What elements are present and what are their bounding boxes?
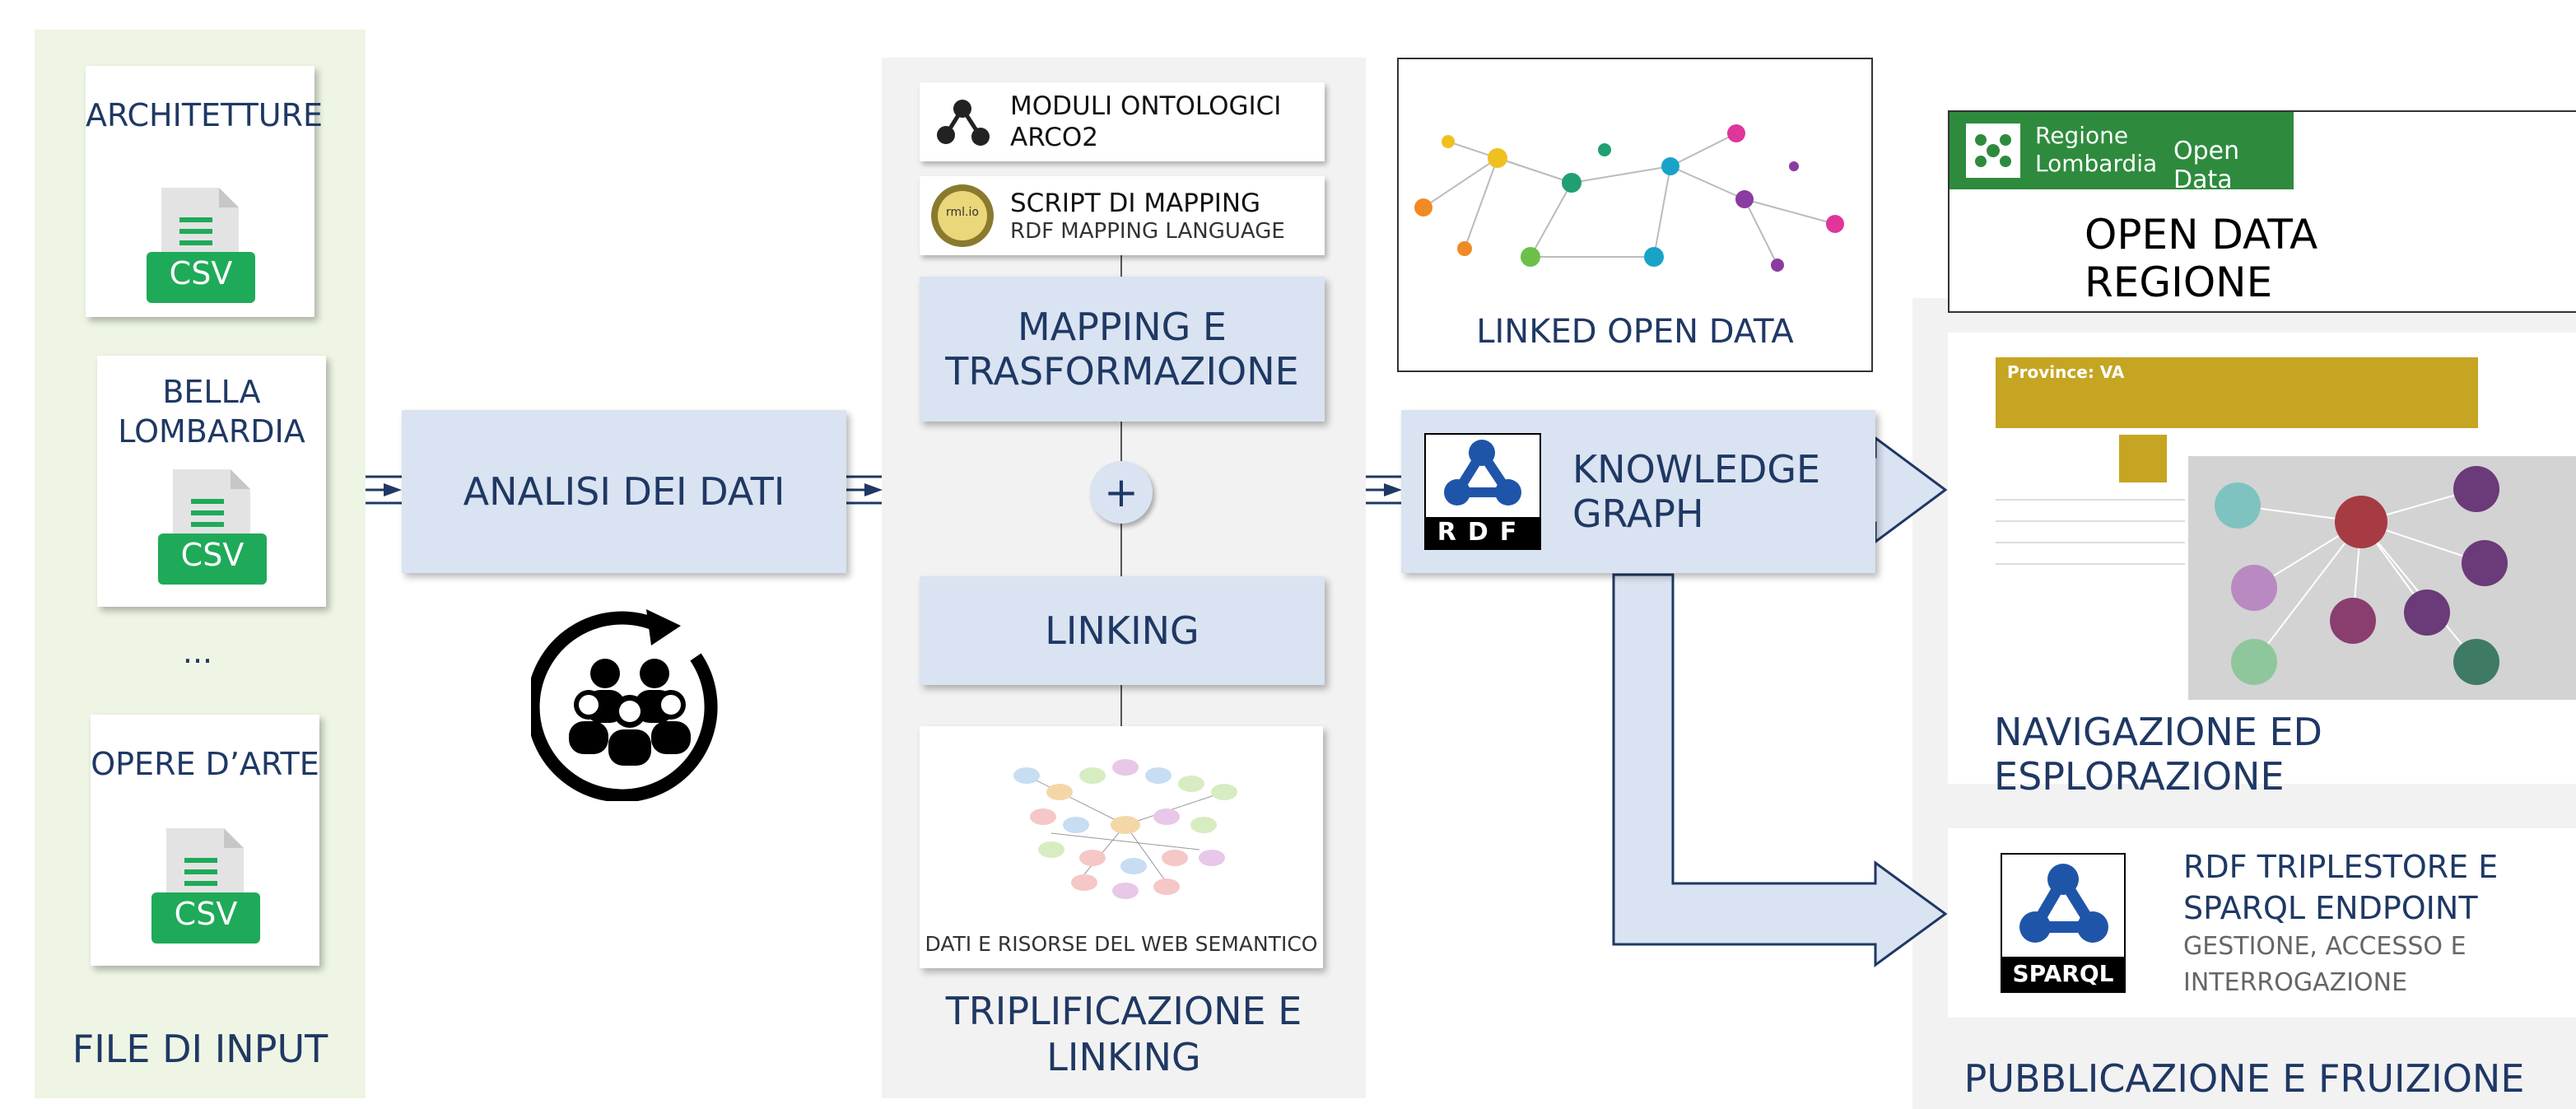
navigation-card: Province: VA NAVIGAZIONE ED ESPLORAZIONE xyxy=(1948,333,2576,799)
script-line2: RDF MAPPING LANGUAGE xyxy=(1010,219,1285,244)
mapping-script-card: rml.io SCRIPT DI MAPPING RDF MAPPING LAN… xyxy=(920,176,1325,255)
knowledge-graph-box: RDF KNOWLEDGE GRAPH xyxy=(1401,410,1875,573)
sparql-logo: SPARQL xyxy=(2001,853,2126,993)
ellipsis: ... xyxy=(182,634,213,670)
sparql-icon xyxy=(2019,864,2108,943)
sparql-logo-text: SPARQL xyxy=(2002,957,2124,991)
semantic-web-cloud-image xyxy=(1013,759,1237,899)
plus-sign: + xyxy=(1104,468,1139,516)
csv-badge: CSV xyxy=(180,537,245,573)
file-name-line2: LOMBARDIA xyxy=(118,413,305,450)
csv-badge: CSV xyxy=(169,255,233,291)
rdf-logo-text: RDF xyxy=(1426,517,1540,548)
triplestore-line3: GESTIONE, ACCESSO E xyxy=(2183,932,2467,961)
input-file-architetture: ARCHITETTURE CSV xyxy=(86,66,324,317)
ontology-modules-card: MODULI ONTOLOGICI ARCO2 xyxy=(920,82,1325,161)
input-file-bella-lombardia: BELLA LOMBARDIA CSV xyxy=(97,356,326,607)
linking-label: LINKING xyxy=(1045,608,1199,653)
plus-circle: + xyxy=(1090,461,1153,524)
file-name: ARCHITETTURE xyxy=(86,97,324,133)
lod-label: LINKED OPEN DATA xyxy=(1476,313,1794,351)
rdf-logo: RDF xyxy=(1424,433,1541,550)
input-section-title: FILE DI INPUT xyxy=(72,1027,328,1071)
screenshot-header-text: Province: VA xyxy=(2007,362,2125,382)
kg-line2: GRAPH xyxy=(1572,492,1704,536)
lod-card: LINKED OPEN DATA xyxy=(1397,58,1873,372)
csv-file-icon xyxy=(158,469,267,585)
lombardia-banner: Regione Lombardia Open Data xyxy=(1949,112,2294,194)
rml-badge-text: rml.io xyxy=(946,206,979,219)
publication-section-title: PUBBLICAZIONE E FRUIZIONE xyxy=(1963,1056,2525,1101)
csv-file-icon xyxy=(151,828,260,944)
mapping-line2: TRASFORMAZIONE xyxy=(945,349,1299,394)
rdf-icon xyxy=(1444,440,1521,506)
analysis-box: ANALISI DEI DATI xyxy=(402,410,846,573)
rml-logo-icon xyxy=(931,184,994,247)
file-name: OPERE D’ARTE xyxy=(91,746,319,782)
brand-line1: Regione xyxy=(2035,122,2129,149)
modules-line2: ARCO2 xyxy=(1010,123,1098,152)
triplestore-line4: INTERROGAZIONE xyxy=(2183,968,2408,997)
triplestore-line2: SPARQL ENDPOINT xyxy=(2183,890,2478,926)
team-iteration-icon xyxy=(531,609,718,801)
screenshot-table xyxy=(1996,491,2185,589)
triplestore-card: SPARQL RDF TRIPLESTORE E SPARQL ENDPOINT… xyxy=(1948,828,2576,1018)
triplification-title-line2: LINKING xyxy=(1046,1035,1201,1079)
file-name-line1: BELLA xyxy=(162,374,261,410)
brand-tag: Open Data xyxy=(2173,137,2240,194)
input-file-opere-darte: OPERE D’ARTE CSV xyxy=(91,715,319,966)
graph-exploration-image xyxy=(2188,456,2576,700)
semantic-web-caption: DATI E RISORSE DEL WEB SEMANTICO xyxy=(925,932,1318,956)
brand-line2: Lombardia xyxy=(2035,150,2158,177)
modules-line1: MODULI ONTOLOGICI xyxy=(1010,91,1282,121)
triplification-title-line1: TRIPLIFICAZIONE E xyxy=(945,989,1302,1033)
mapping-line1: MAPPING E xyxy=(1018,305,1227,349)
screenshot-header: Province: VA xyxy=(1996,357,2478,428)
ontology-icon xyxy=(937,100,990,146)
navigation-title: NAVIGAZIONE ED ESPLORAZIONE xyxy=(1994,710,2322,799)
open-data-card: Regione Lombardia Open Data OPEN DATA RE… xyxy=(1948,110,2576,313)
csv-badge: CSV xyxy=(174,896,238,932)
linking-box: LINKING xyxy=(920,576,1325,685)
mapping-box: MAPPING E TRASFORMAZIONE xyxy=(920,277,1325,422)
script-line1: SCRIPT DI MAPPING xyxy=(1010,189,1261,218)
screenshot-cloud-icon xyxy=(2119,435,2167,482)
open-data-title: OPEN DATA REGIONE xyxy=(2085,211,2318,306)
analysis-label: ANALISI DEI DATI xyxy=(463,469,785,514)
kg-line1: KNOWLEDGE xyxy=(1572,447,1821,492)
lod-network-image xyxy=(1414,124,1844,272)
triplestore-line1: RDF TRIPLESTORE E xyxy=(2183,849,2499,885)
lombardia-logo-icon xyxy=(1966,123,2020,178)
csv-file-icon xyxy=(147,188,255,303)
semantic-web-card: DATI E RISORSE DEL WEB SEMANTICO xyxy=(920,726,1323,968)
